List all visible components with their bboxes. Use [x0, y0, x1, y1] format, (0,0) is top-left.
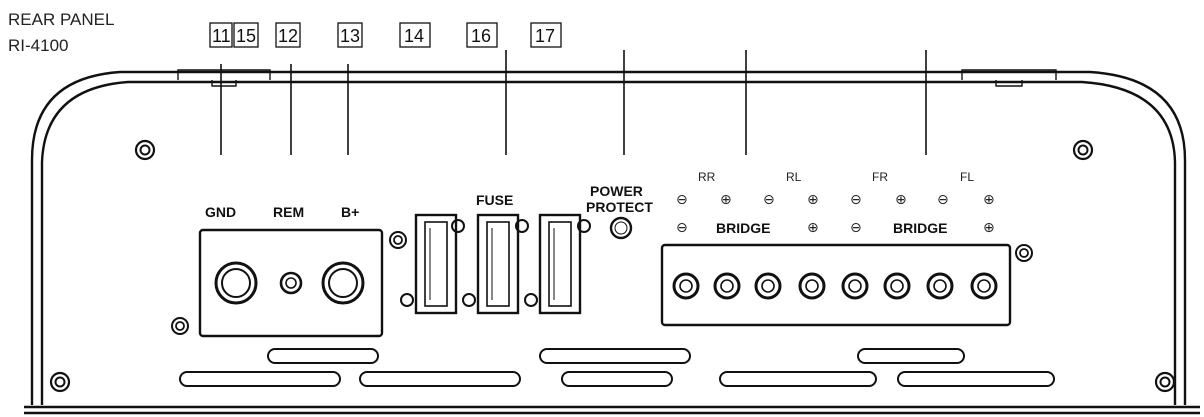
channel-rl-label: RL: [786, 170, 802, 184]
bridge-label-rear: BRIDGE: [716, 220, 770, 236]
screw-icon: [134, 139, 156, 161]
callout-16: 16: [466, 22, 498, 48]
callout-15: 15: [233, 22, 259, 48]
power-protect-led: [609, 216, 633, 240]
fuse-2: [462, 213, 529, 315]
top-tab-right: [961, 69, 1057, 87]
panel-title: REAR PANEL: [8, 10, 114, 29]
minus-icon: ⊖: [676, 192, 688, 208]
rem-label: REM: [273, 204, 304, 220]
screw-icon: [49, 371, 71, 393]
plus-icon: ⊕: [983, 220, 995, 236]
channel-rr-label: RR: [698, 170, 716, 184]
minus-icon: ⊖: [937, 192, 949, 208]
plus-icon: ⊕: [983, 192, 995, 208]
minus-icon: ⊖: [676, 220, 688, 236]
power-terminal-block: [198, 228, 384, 338]
chassis-outline: [24, 70, 1200, 415]
speaker-terminal-block: [660, 243, 1012, 327]
channel-fr-label: FR: [872, 170, 888, 184]
minus-icon: ⊖: [850, 192, 862, 208]
rem-terminal: [279, 271, 303, 295]
svg-text:13: 13: [340, 26, 360, 46]
svg-text:16: 16: [471, 26, 491, 46]
plus-icon: ⊕: [807, 192, 819, 208]
fuse-1: [400, 213, 465, 315]
svg-text:11: 11: [212, 26, 231, 46]
top-tab-left: [177, 69, 271, 87]
svg-text:12: 12: [278, 26, 298, 46]
plus-icon: ⊕: [807, 220, 819, 236]
screw-icon: [389, 231, 407, 249]
svg-text:17: 17: [535, 26, 555, 46]
minus-icon: ⊖: [850, 220, 862, 236]
screw-icon: [171, 317, 189, 335]
gnd-label: GND: [205, 204, 236, 220]
leader-lines: [220, 50, 927, 155]
channel-fl-label: FL: [960, 170, 974, 184]
power-label: POWER: [590, 183, 643, 199]
screw-icon: [1154, 371, 1176, 393]
callout-13: 13: [337, 22, 363, 48]
vent-slots: [179, 348, 1055, 387]
gnd-terminal: [214, 261, 258, 305]
bridge-label-front: BRIDGE: [893, 220, 947, 236]
bplus-terminal: [321, 261, 365, 305]
plus-icon: ⊕: [895, 192, 907, 208]
fuse-label: FUSE: [476, 192, 513, 208]
model-number: RI-4100: [8, 36, 68, 55]
bplus-label: B+: [341, 204, 359, 220]
screw-icon: [1072, 139, 1094, 161]
fuse-3: [524, 213, 591, 315]
svg-text:14: 14: [404, 26, 424, 46]
svg-text:15: 15: [236, 26, 256, 46]
callout-12: 12: [275, 22, 301, 48]
plus-icon: ⊕: [720, 192, 732, 208]
callout-14: 14: [399, 22, 431, 48]
screw-icon: [1015, 244, 1033, 262]
callout-11: 11: [209, 22, 233, 48]
callout-17: 17: [530, 22, 562, 48]
minus-icon: ⊖: [763, 192, 775, 208]
protect-label: PROTECT: [586, 199, 653, 215]
